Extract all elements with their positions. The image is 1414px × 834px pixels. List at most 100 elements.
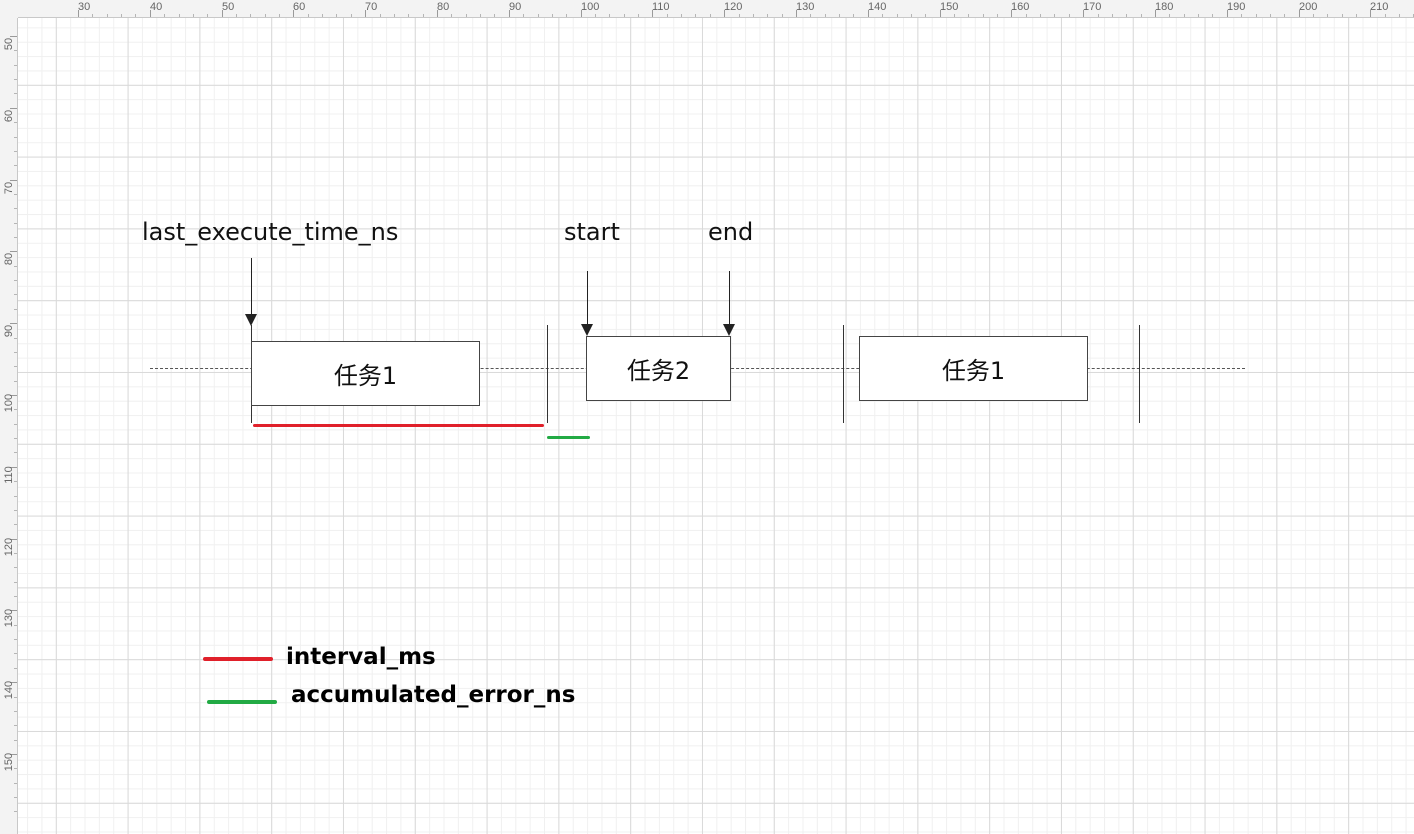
ruler-minor-tick: [14, 567, 17, 568]
ruler-minor-tick: [1342, 14, 1343, 17]
ruler-label: 60: [293, 1, 306, 13]
ruler-minor-tick: [14, 639, 17, 640]
ruler-tick: [724, 10, 725, 17]
task-box[interactable]: 任务1: [859, 336, 1088, 401]
ruler-minor-tick: [925, 14, 926, 17]
ruler-minor-tick: [14, 797, 17, 798]
ruler-label: 50: [3, 37, 15, 51]
ruler-minor-tick: [14, 352, 17, 353]
ruler-minor-tick: [1169, 14, 1170, 17]
ruler-minor-tick: [538, 14, 539, 17]
ruler-tick: [150, 10, 151, 17]
ruler-tick: [10, 180, 17, 181]
ruler-minor-tick: [667, 14, 668, 17]
ruler-minor-tick: [1256, 14, 1257, 17]
ruler-minor-tick: [14, 338, 17, 339]
arrow-down-icon: [581, 324, 593, 336]
start-arrow: [587, 271, 588, 324]
ruler-label: 150: [3, 752, 15, 772]
period-boundary: [547, 325, 548, 423]
ruler-minor-tick: [121, 14, 122, 17]
ruler-tick: [365, 10, 366, 17]
drawing-canvas[interactable]: [18, 18, 1414, 834]
ruler-minor-tick: [14, 93, 17, 94]
ruler-minor-tick: [14, 496, 17, 497]
ruler-minor-tick: [14, 811, 17, 812]
ruler-minor-tick: [380, 14, 381, 17]
ruler-minor-tick: [14, 208, 17, 209]
ruler-minor-tick: [135, 14, 136, 17]
ruler-minor-tick: [695, 14, 696, 17]
ruler-minor-tick: [14, 711, 17, 712]
end-label: end: [708, 218, 754, 246]
ruler-minor-tick: [14, 438, 17, 439]
ruler-minor-tick: [1112, 14, 1113, 17]
ruler-minor-tick: [14, 625, 17, 626]
ruler-minor-tick: [897, 14, 898, 17]
end-arrow: [729, 271, 730, 324]
ruler-minor-tick: [523, 14, 524, 17]
ruler-minor-tick: [1241, 14, 1242, 17]
ruler-minor-tick: [983, 14, 984, 17]
ruler-label: 120: [724, 1, 743, 13]
ruler-label: 110: [3, 466, 15, 484]
ruler-label: 150: [940, 1, 959, 13]
ruler-minor-tick: [14, 783, 17, 784]
ruler-minor-tick: [14, 151, 17, 152]
ruler-minor-tick: [14, 165, 17, 166]
ruler-minor-tick: [14, 409, 17, 410]
ruler-minor-tick: [1399, 14, 1400, 17]
ruler-minor-tick: [1126, 14, 1127, 17]
ruler-tick: [1083, 10, 1084, 17]
task-label: 任务1: [941, 357, 1006, 385]
ruler-tick: [10, 36, 17, 37]
ruler-minor-tick: [552, 14, 553, 17]
ruler-minor-tick: [839, 14, 840, 17]
ruler-minor-tick: [1284, 14, 1285, 17]
ruler-minor-tick: [207, 14, 208, 17]
ruler-minor-tick: [739, 14, 740, 17]
ruler-minor-tick: [193, 14, 194, 17]
ruler-minor-tick: [14, 481, 17, 482]
ruler-tick: [1299, 10, 1300, 17]
ruler-label: 140: [3, 680, 15, 700]
task-box[interactable]: 任务2: [586, 336, 731, 401]
ruler-minor-tick: [308, 14, 309, 17]
ruler-minor-tick: [466, 14, 467, 17]
ruler-minor-tick: [14, 553, 17, 554]
ruler-minor-tick: [14, 280, 17, 281]
ruler-minor-tick: [14, 194, 17, 195]
ruler-minor-tick: [767, 14, 768, 17]
last-execute-time-label: last_execute_time_ns: [142, 218, 399, 246]
ruler-minor-tick: [1313, 14, 1314, 17]
ruler-minor-tick: [882, 14, 883, 17]
ruler-tick: [868, 10, 869, 17]
ruler-minor-tick: [107, 14, 108, 17]
task-box[interactable]: 任务1: [251, 341, 480, 406]
ruler-minor-tick: [480, 14, 481, 17]
ruler-minor-tick: [1069, 14, 1070, 17]
ruler-label: 90: [509, 1, 522, 13]
ruler-minor-tick: [1141, 14, 1142, 17]
ruler-minor-tick: [164, 14, 165, 17]
ruler-tick: [293, 10, 294, 17]
arrow-down-icon: [723, 324, 735, 336]
ruler-tick: [10, 395, 17, 396]
ruler-tick: [652, 10, 653, 17]
ruler-minor-tick: [968, 14, 969, 17]
ruler-label: 40: [150, 1, 163, 13]
ruler-minor-tick: [14, 381, 17, 382]
ruler-tick: [1155, 10, 1156, 17]
period-boundary: [843, 325, 844, 423]
ruler-minor-tick: [566, 14, 567, 17]
last-execute-arrow: [251, 258, 252, 314]
ruler-label: 170: [1083, 1, 1102, 13]
ruler-label: 80: [437, 1, 450, 13]
ruler-tick: [10, 251, 17, 252]
ruler-label: 140: [868, 1, 887, 13]
ruler-tick: [78, 10, 79, 17]
ruler-minor-tick: [753, 14, 754, 17]
ruler-label: 100: [581, 1, 600, 13]
interval-measure-line: [253, 424, 544, 427]
